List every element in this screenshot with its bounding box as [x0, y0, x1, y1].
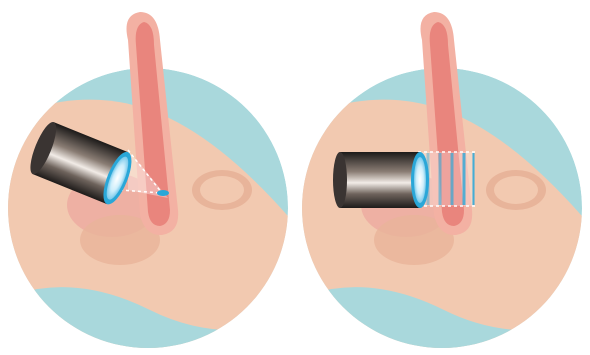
panel-right — [294, 12, 590, 355]
applicator-body-right — [340, 152, 420, 208]
applicator-back-right — [333, 152, 347, 208]
wave-band-4 — [462, 153, 466, 205]
wave-band-2 — [438, 153, 442, 205]
focal-point-left — [157, 190, 169, 196]
scrotum-inner-left — [200, 176, 244, 204]
scrotum-inner-right — [494, 176, 538, 204]
applicator-right — [333, 152, 429, 208]
applicator-lens-right — [414, 157, 426, 203]
wave-band-5 — [472, 153, 475, 205]
panel-left — [0, 12, 300, 355]
wave-band-3 — [450, 153, 454, 205]
